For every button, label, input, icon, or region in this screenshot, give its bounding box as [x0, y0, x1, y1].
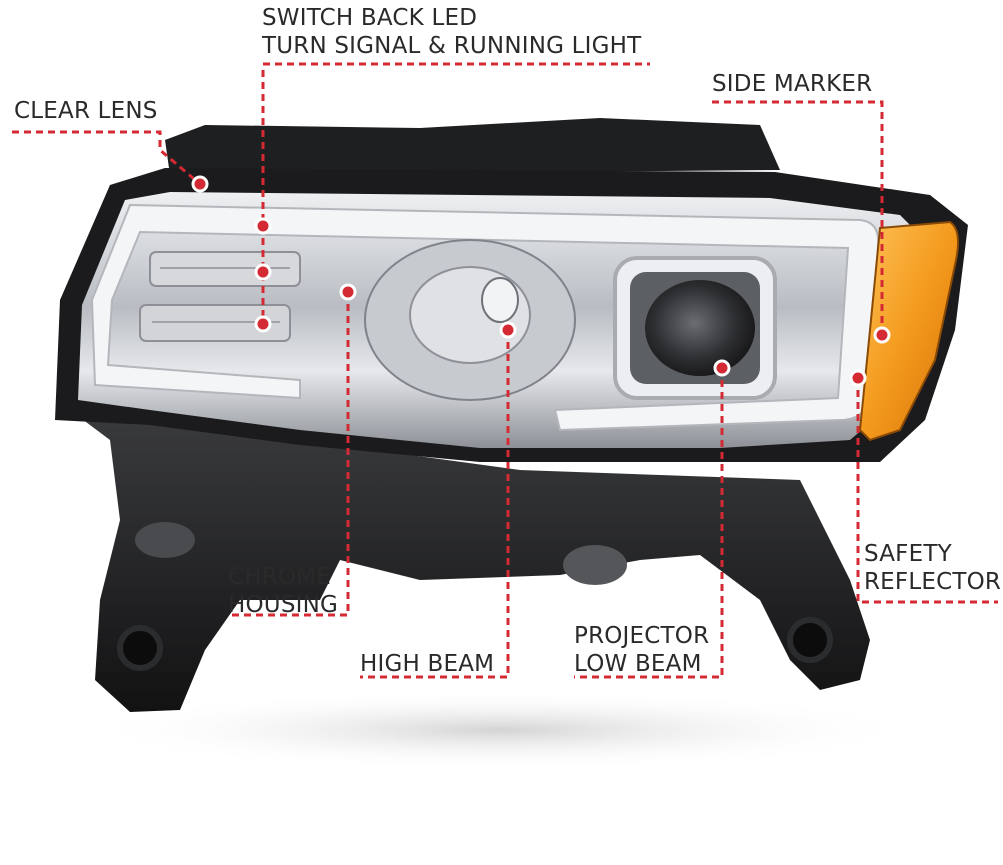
callout-dot-chrome-housing: [339, 283, 357, 301]
label-high-beam: HIGH BEAM: [360, 651, 495, 677]
socket-left: [135, 522, 195, 558]
floor-shadow: [80, 690, 920, 770]
leader-high-beam: [360, 330, 510, 679]
amber-side-marker: [858, 220, 959, 442]
callout-dot-safety-reflector: [849, 369, 867, 387]
callout-dot-projector: [713, 359, 731, 377]
leader-side-marker: [712, 100, 884, 335]
leader-safety-reflector: [856, 378, 998, 604]
socket-center: [563, 545, 627, 585]
high-beam-bulb: [481, 277, 519, 323]
label-side-marker: SIDE MARKER: [712, 71, 873, 97]
callout-dot-clear-lens: [191, 175, 209, 193]
label-switchback-led: SWITCH BACK LED TURN SIGNAL & RUNNING LI…: [262, 5, 642, 59]
callout-dot-switchback-2: [254, 263, 272, 281]
label-clear-lens: CLEAR LENS: [14, 98, 158, 124]
leader-chrome-housing: [230, 292, 350, 617]
top-ridge: [165, 118, 780, 175]
leader-clear-lens: [12, 130, 201, 186]
light-bar: [90, 203, 880, 432]
callout-dot-high-beam: [499, 321, 517, 339]
label-projector-low-beam: PROJECTOR LOW BEAM: [574, 623, 710, 677]
callout-dot-side-marker: [873, 326, 891, 344]
callout-dot-switchback-1: [254, 217, 272, 235]
label-chrome-housing: CHROME HOUSING: [228, 564, 339, 618]
leader-projector: [574, 368, 724, 679]
projector-lens: [645, 280, 755, 376]
callout-dot-switchback-3: [254, 315, 272, 333]
mount-hole-right: [787, 617, 833, 663]
label-safety-reflector: SAFETY REFLECTOR: [864, 541, 1002, 595]
mount-hole-left: [117, 625, 163, 671]
lower-body: [70, 410, 870, 712]
